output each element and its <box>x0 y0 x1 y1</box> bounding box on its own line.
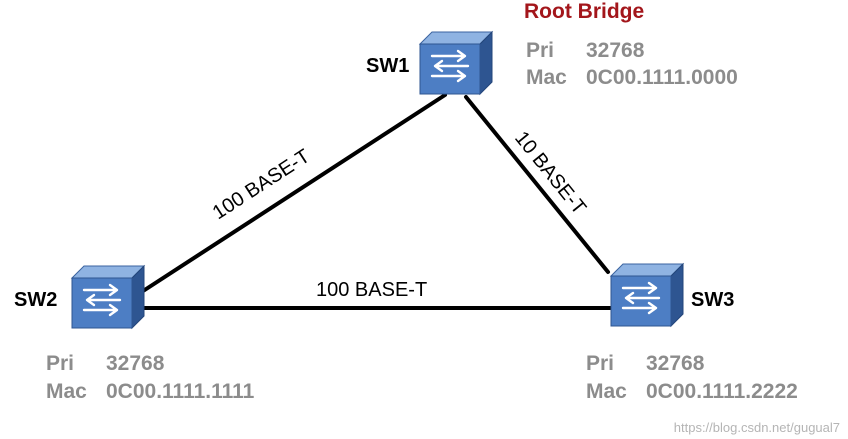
watermark: https://blog.csdn.net/gugual7 <box>674 420 840 435</box>
link-sw1-sw2 <box>138 93 447 295</box>
sw2-mac-label: Mac <box>46 380 87 403</box>
root-bridge-label: Root Bridge <box>524 0 644 23</box>
switch-name-sw3: SW3 <box>691 289 734 311</box>
sw2-pri-value: 32768 <box>106 352 165 375</box>
sw3-mac-label: Mac <box>586 380 627 403</box>
switch-icon <box>70 264 146 330</box>
switch-icon <box>609 262 685 328</box>
switch-icon <box>418 30 494 96</box>
sw3-mac-value: 0C00.1111.2222 <box>646 380 798 403</box>
sw1-mac-value: 0C00.1111.0000 <box>586 66 738 89</box>
switch-name-sw2: SW2 <box>14 289 57 311</box>
sw2-mac-value: 0C00.1111.1111 <box>106 380 255 403</box>
sw1-pri-label: Pri <box>526 39 554 62</box>
switch-name-sw1: SW1 <box>366 55 409 77</box>
sw2-pri-label: Pri <box>46 352 74 375</box>
sw3-pri-label: Pri <box>586 352 614 375</box>
sw3-pri-value: 32768 <box>646 352 705 375</box>
sw1-mac-label: Mac <box>526 66 567 89</box>
link-label-sw1-sw3: 10 BASE-T <box>510 127 590 219</box>
link-sw1-sw3 <box>464 95 610 274</box>
link-label-sw2-sw3: 100 BASE-T <box>316 279 427 301</box>
sw1-pri-value: 32768 <box>586 39 645 62</box>
